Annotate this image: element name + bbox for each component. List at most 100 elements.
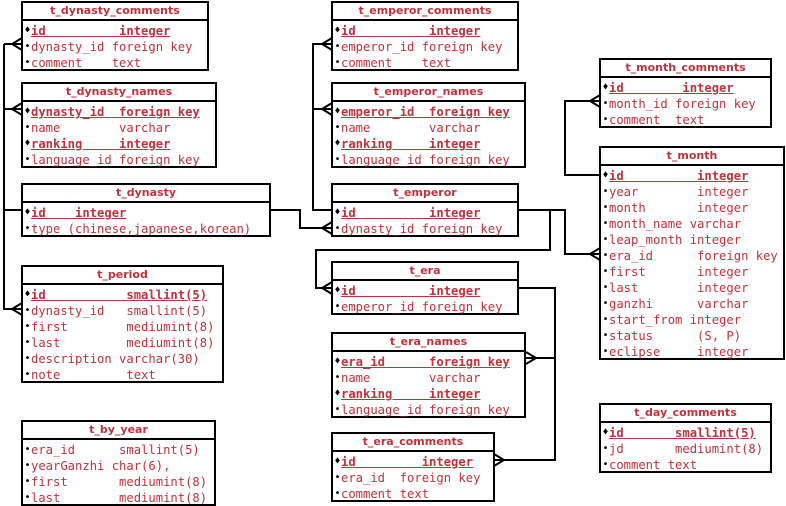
crowfoot-emperor xyxy=(320,221,333,235)
field-text: id integer xyxy=(341,455,474,469)
key-diamond-icon: ♦ xyxy=(24,138,31,149)
bullet-icon: • xyxy=(24,57,31,68)
bullet-icon: • xyxy=(24,41,31,52)
table-t-dynasty-names[interactable]: t_dynasty_names♦dynasty_id foreign key•n… xyxy=(21,82,217,168)
field-row: •language_id foreign key xyxy=(333,402,524,418)
table-title: t_dynasty_names xyxy=(23,84,215,102)
field-text: dynasty_id foreign key xyxy=(31,40,193,54)
field-text: emperor_id foreign key xyxy=(341,105,510,119)
field-text: last integer xyxy=(609,281,749,295)
table-title: t_day_comments xyxy=(601,405,770,423)
table-t-emperor-names[interactable]: t_emperor_names♦emperor_id foreign key•n… xyxy=(331,82,526,168)
bullet-icon: • xyxy=(602,282,609,293)
key-field-row: ♦id smallint(5) xyxy=(23,287,222,303)
key-diamond-icon: ♦ xyxy=(334,356,341,367)
table-t-dynasty-comments[interactable]: t_dynasty_comments ♦id integer •dynasty_id… xyxy=(21,1,209,71)
table-t-emperor-comments[interactable]: t_emperor_comments♦id integer•emperor_id… xyxy=(331,1,519,71)
field-row: •comment text xyxy=(601,457,770,473)
bullet-icon: • xyxy=(602,346,609,357)
bullet-icon: • xyxy=(334,223,341,234)
table-title: t_period xyxy=(23,267,222,285)
field-text: name varchar xyxy=(341,371,481,385)
link-dynasty-period xyxy=(3,210,22,310)
crowfoot-dynasty-names xyxy=(10,102,23,116)
table-t-day-comments[interactable]: t_day_comments♦id smallint(5)•jd mediumi… xyxy=(599,403,772,473)
field-text: start_from integer xyxy=(609,313,742,327)
field-text: type (chinese,japanese,korean) xyxy=(31,222,252,236)
field-text: ganzhi varchar xyxy=(609,297,749,311)
table-t-month-comments[interactable]: t_month_comments♦id integer•month_id for… xyxy=(599,58,772,128)
field-row: •yearGanzhi char(6), xyxy=(23,458,214,474)
field-row: •first integer xyxy=(601,264,783,280)
key-field-row: ♦emperor_id foreign key xyxy=(333,104,524,120)
field-row: •month_id foreign key xyxy=(601,96,770,112)
bullet-icon: • xyxy=(24,444,31,455)
field-row: •ganzhi varchar xyxy=(601,296,783,312)
table-title: t_month xyxy=(601,148,783,166)
table-t-by-year[interactable]: t_by_year•era_id smallint(5)•yearGanzhi … xyxy=(21,420,216,506)
table-t-dynasty[interactable]: t_dynasty♦id integer•type (chinese,japan… xyxy=(21,183,271,237)
key-field-row: ♦id integer xyxy=(601,168,783,184)
table-t-period[interactable]: t_period ♦id smallint(5)•dynasty_id small… xyxy=(21,265,224,383)
field-text: id smallint(5) xyxy=(31,288,208,302)
field-text: first integer xyxy=(609,265,749,279)
table-t-era-names[interactable]: t_era_names♦era_id foreign key•name varc… xyxy=(331,332,526,418)
table-title: t_era xyxy=(333,263,517,281)
field-text: dynasty_id smallint(5) xyxy=(31,304,208,318)
field-row: •era_id foreign key xyxy=(333,470,493,486)
bullet-icon: • xyxy=(24,154,31,165)
bullet-icon: • xyxy=(602,202,609,213)
bullet-icon: • xyxy=(334,404,341,415)
field-text: dynasty_id foreign key xyxy=(31,105,200,119)
table-title: t_by_year xyxy=(23,422,214,440)
field-text: year integer xyxy=(609,185,749,199)
field-text: month integer xyxy=(609,201,749,215)
key-field-row: ♦id integer xyxy=(333,283,517,299)
field-row: •dynasty_id smallint(5) xyxy=(23,303,222,319)
field-row: •comment text xyxy=(601,112,770,128)
table-title: t_dynasty_comments xyxy=(23,3,207,21)
field-row: •type (chinese,japanese,korean) xyxy=(23,221,269,237)
table-t-era[interactable]: t_era♦id integer•emperor_id foreign key xyxy=(331,261,519,315)
field-text: eclipse integer xyxy=(609,345,749,359)
table-t-era-comments[interactable]: t_era_comments♦id integer•era_id foreign… xyxy=(331,432,495,502)
field-text: ranking integer xyxy=(341,137,481,151)
key-field-row: ♦id integer xyxy=(333,454,493,470)
field-row: •comment text xyxy=(23,55,207,71)
key-field-row: ♦dynasty_id foreign key xyxy=(23,104,215,120)
crowfoot-dynasty-comments xyxy=(10,37,23,51)
table-title: t_month_comments xyxy=(601,60,770,78)
field-row: •year integer xyxy=(601,184,783,200)
field-text: id integer xyxy=(609,169,749,183)
key-diamond-icon: ♦ xyxy=(334,388,341,399)
field-text: name varchar xyxy=(31,121,171,135)
bullet-icon: • xyxy=(602,266,609,277)
table-t-emperor[interactable]: t_emperor♦id integer•dynasty_id foreign … xyxy=(331,183,519,237)
field-row: •name varchar xyxy=(333,120,524,136)
field-text: era_id foreign key xyxy=(609,249,778,263)
key-diamond-icon: ♦ xyxy=(602,427,609,438)
table-t-month[interactable]: t_month♦id integer•year integer•month in… xyxy=(599,146,785,360)
key-diamond-icon: ♦ xyxy=(334,106,341,117)
key-diamond-icon: ♦ xyxy=(334,285,341,296)
bullet-icon: • xyxy=(602,443,609,454)
key-field-row: ♦id integer xyxy=(23,23,207,39)
bullet-icon: • xyxy=(602,330,609,341)
crowfoot-month xyxy=(588,247,601,261)
key-diamond-icon: ♦ xyxy=(334,25,341,36)
field-text: id integer xyxy=(341,24,481,38)
key-field-row: ♦ranking integer xyxy=(333,386,524,402)
field-text: dynasty_id foreign key xyxy=(341,222,503,236)
field-text: language_id foreign key xyxy=(31,153,200,167)
field-text: last mediumint(8) xyxy=(31,336,215,350)
key-diamond-icon: ♦ xyxy=(24,25,31,36)
field-row: •language_id foreign key xyxy=(333,152,524,168)
bullet-icon: • xyxy=(334,372,341,383)
bullet-icon: • xyxy=(334,488,341,499)
field-row: •dynasty_id foreign key xyxy=(333,221,517,237)
bullet-icon: • xyxy=(24,460,31,471)
field-text: era_id foreign key xyxy=(341,355,510,369)
field-text: id integer xyxy=(31,206,127,220)
bullet-icon: • xyxy=(24,122,31,133)
field-row: •comment text xyxy=(333,486,493,502)
